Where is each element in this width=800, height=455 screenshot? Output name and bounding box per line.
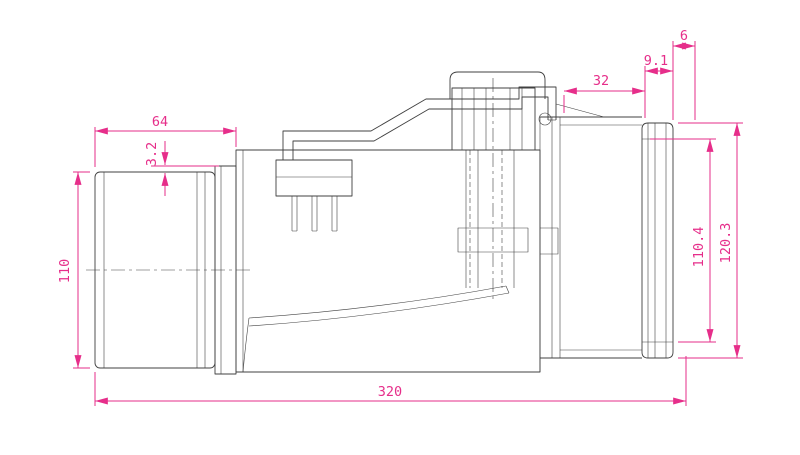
dim-label-outlet-face-diameter: 110.4 bbox=[691, 227, 707, 268]
dim-flange-length: 64 bbox=[94, 114, 237, 167]
dim-label-lip: 6 bbox=[680, 28, 688, 44]
main-body bbox=[235, 149, 559, 373]
dim-outlet-length: 32 bbox=[563, 73, 646, 118]
dim-overall-length: 320 bbox=[94, 356, 687, 406]
dim-label-outlet-length: 32 bbox=[593, 73, 609, 89]
top-bracket bbox=[282, 71, 605, 160]
dim-step: 3.2 bbox=[144, 141, 219, 196]
dim-label-inlet-diameter: 110 bbox=[57, 259, 73, 283]
dim-label-ring-width: 9.1 bbox=[644, 53, 668, 69]
dim-label-flange-length: 64 bbox=[152, 114, 168, 130]
outlet-tube bbox=[539, 116, 642, 372]
dim-ring-width: 9.1 bbox=[644, 53, 674, 120]
dim-outlet-face-diameter: 110.4 bbox=[650, 138, 716, 343]
dim-inlet-diameter: 110 bbox=[57, 171, 90, 369]
dim-label-overall-length: 320 bbox=[378, 384, 402, 400]
mounting-plate bbox=[275, 159, 353, 232]
part-outline bbox=[86, 71, 674, 375]
bonnet-internals bbox=[451, 78, 536, 300]
dim-label-step: 3.2 bbox=[144, 142, 160, 166]
clamp-ring bbox=[641, 122, 674, 359]
collar bbox=[214, 165, 237, 375]
dim-lip: 6 bbox=[672, 28, 696, 120]
left-barrel bbox=[86, 171, 252, 369]
dim-label-ring-diameter: 120.3 bbox=[718, 223, 734, 264]
dim-ring-diameter: 120.3 bbox=[678, 122, 743, 359]
dimensions: 64 3.2 110 320 bbox=[57, 28, 743, 406]
